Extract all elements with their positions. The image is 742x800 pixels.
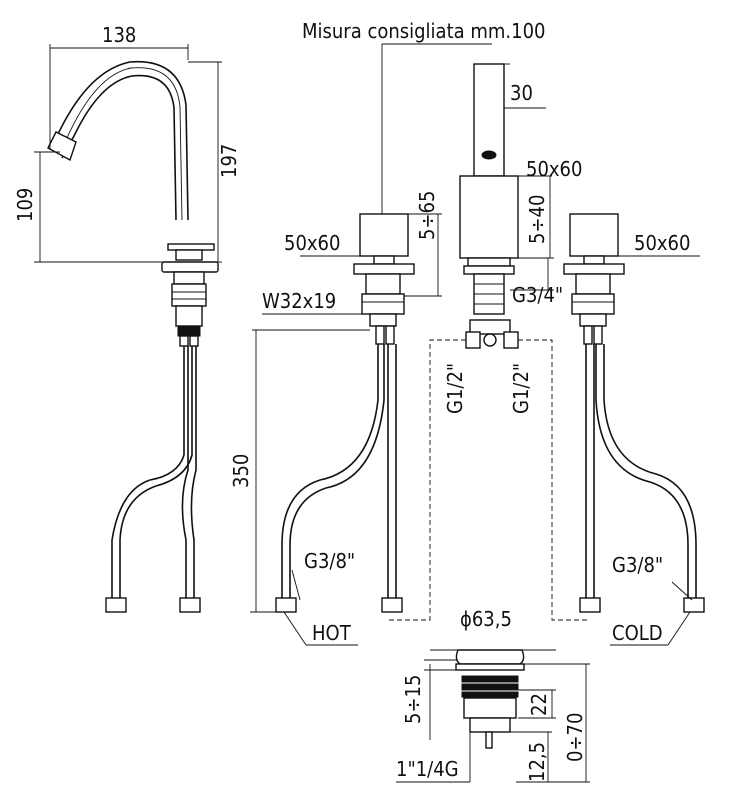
left-branch-label: G1/2" [443, 363, 467, 414]
hot-valve [250, 213, 442, 646]
drain-range-label: 0÷70 [563, 713, 587, 762]
right-branch-label: G1/2" [509, 363, 533, 414]
drain-diameter-label: ϕ63,5 [460, 607, 512, 631]
spout-reach-label: 138 [102, 23, 136, 47]
spout-assembly [34, 44, 222, 613]
spout-height-label: 197 [217, 144, 241, 178]
drain-deck-label: 5÷15 [401, 675, 425, 724]
outlet-height-label: 109 [13, 188, 37, 222]
recommended-spacing-label: Misura consigliata mm.100 [302, 19, 545, 43]
center-deck-thickness-label: 5÷40 [525, 195, 549, 244]
cold-label: COLD [612, 621, 663, 645]
left-deck-thickness-label: 5÷65 [415, 191, 439, 240]
hose-length-label: 350 [229, 454, 253, 488]
drain-thread-label: 1"1/4G [396, 757, 459, 781]
cold-valve [563, 213, 705, 646]
drain-assembly [396, 649, 590, 783]
right-handle-size-label: 50x60 [634, 231, 690, 255]
drain-body-label: 22 [527, 693, 551, 716]
hose-thread-left-label: G3/8" [304, 549, 355, 573]
body-diameter-label: 30 [510, 81, 533, 105]
hose-thread-right-label: G3/8" [612, 553, 663, 577]
hot-label: HOT [312, 621, 352, 645]
nut-size-label: W32x19 [262, 289, 336, 313]
drain-bottom-label: 12,5 [525, 742, 549, 782]
center-handle-size-label: 50x60 [526, 157, 582, 181]
center-connection-label: G3/4" [512, 283, 563, 307]
left-handle-size-label: 50x60 [284, 231, 340, 255]
center-body [388, 63, 588, 621]
